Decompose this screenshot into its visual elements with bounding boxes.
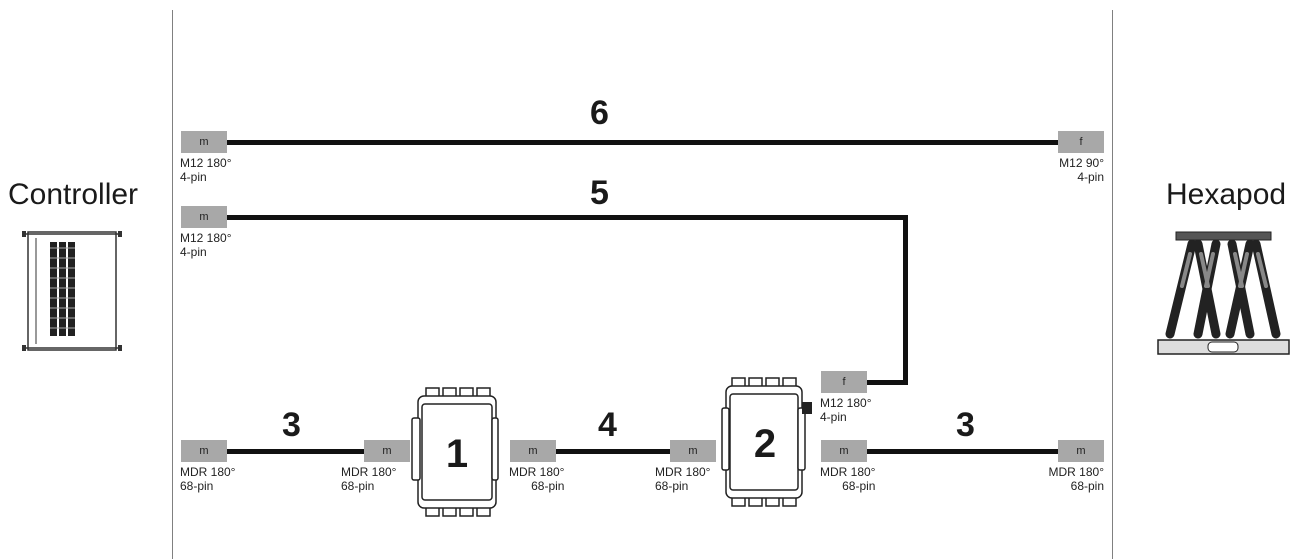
cable-6-number: 6 bbox=[590, 94, 609, 132]
cable-6-right-label: M12 90°4-pin bbox=[1059, 156, 1104, 184]
cable-3a-right-connector: m bbox=[364, 440, 410, 462]
cable-6-left-label: M12 180°4-pin bbox=[180, 156, 232, 184]
cable-5-number: 5 bbox=[590, 174, 609, 212]
cable-3a-number: 3 bbox=[282, 406, 301, 444]
module-2-label: 2 bbox=[753, 422, 777, 466]
left-divider bbox=[172, 10, 173, 559]
hexapod-title: Hexapod bbox=[1166, 178, 1287, 211]
cable-4-right-connector: m bbox=[670, 440, 716, 462]
cable-6-right-connector: f bbox=[1058, 131, 1104, 153]
cable-5-left-connector: m bbox=[181, 206, 227, 228]
cable-3b-right-label: MDR 180°68-pin bbox=[1048, 465, 1104, 493]
hexapod-icon bbox=[1157, 231, 1290, 355]
cable-6-line bbox=[226, 140, 1058, 145]
cable-3b-number: 3 bbox=[956, 406, 975, 444]
cable-3b-right-connector: m bbox=[1058, 440, 1104, 462]
cable-5-line-top bbox=[226, 215, 908, 220]
cable-4-line bbox=[556, 449, 674, 454]
cable-4-left-label: MDR 180°68-pin bbox=[509, 465, 565, 493]
cable-5-line-vertical bbox=[903, 215, 908, 385]
module-1-box bbox=[411, 387, 499, 517]
cable-3b-left-label: MDR 180°68-pin bbox=[820, 465, 876, 493]
cable-5-left-label: M12 180°4-pin bbox=[180, 231, 232, 259]
cable-4-number: 4 bbox=[598, 406, 617, 444]
cable-4-left-connector: m bbox=[510, 440, 556, 462]
cable-6-left-connector: m bbox=[181, 131, 227, 153]
cable-5-right-label: M12 180°4-pin bbox=[820, 396, 872, 424]
module-2-box bbox=[721, 377, 812, 507]
cable-5-line-bottom bbox=[866, 380, 908, 385]
cable-4-right-label: MDR 180°68-pin bbox=[655, 465, 711, 493]
cable-3a-left-connector: m bbox=[181, 440, 227, 462]
module-1-label: 1 bbox=[445, 432, 469, 476]
right-divider bbox=[1112, 10, 1113, 559]
controller-icon bbox=[22, 231, 122, 351]
controller-title: Controller bbox=[8, 178, 139, 211]
cable-3a-line bbox=[226, 449, 364, 454]
cable-3b-left-connector: m bbox=[821, 440, 867, 462]
cable-5-right-connector: f bbox=[821, 371, 867, 393]
cable-3a-right-label: MDR 180°68-pin bbox=[341, 465, 397, 493]
cable-3a-left-label: MDR 180°68-pin bbox=[180, 465, 236, 493]
cable-3b-line bbox=[866, 449, 1058, 454]
